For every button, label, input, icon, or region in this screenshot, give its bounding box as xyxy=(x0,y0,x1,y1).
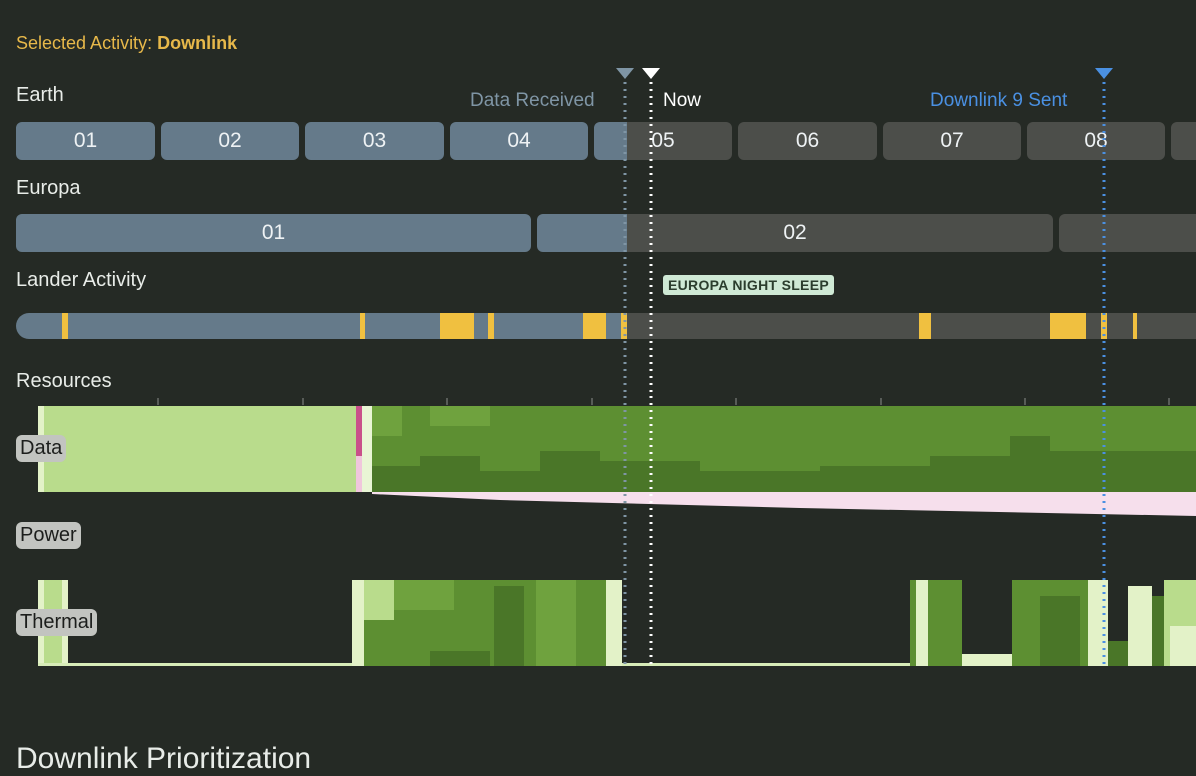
resource-ticks xyxy=(157,398,1170,405)
lander-activity-block[interactable] xyxy=(621,313,627,339)
earth-segment-02[interactable]: 02 xyxy=(161,122,299,160)
data-resource-lane xyxy=(38,406,1196,516)
lander-activity-block[interactable] xyxy=(488,313,494,339)
resources-label: Resources xyxy=(16,370,112,392)
earth-segment-partial[interactable] xyxy=(1171,122,1196,160)
lander-activity-bar xyxy=(16,313,1196,339)
timeline-markers xyxy=(616,68,1113,398)
now-marker-icon[interactable] xyxy=(642,68,660,79)
selected-activity-value[interactable]: Downlink xyxy=(157,33,238,53)
earth-segment-04[interactable]: 04 xyxy=(450,122,588,160)
resources-chart xyxy=(38,396,1196,666)
thermal-resource-lane xyxy=(38,580,1196,666)
data-received-label: Data Received xyxy=(470,90,595,111)
europa-segment-02[interactable]: 02 xyxy=(537,214,1053,252)
europa-segment-partial[interactable] xyxy=(1059,214,1196,252)
earth-segment-05[interactable]: 05 xyxy=(594,122,732,160)
earth-segment-07[interactable]: 07 xyxy=(883,122,1021,160)
lander-activity-block[interactable] xyxy=(440,313,474,339)
power-resource-pill[interactable]: Power xyxy=(16,522,81,549)
lander-past-track xyxy=(16,313,626,339)
lander-activity-block[interactable] xyxy=(1133,313,1137,339)
earth-segment-06[interactable]: 06 xyxy=(738,122,877,160)
europa-segment-01[interactable]: 01 xyxy=(16,214,531,252)
lander-activity-block[interactable] xyxy=(360,313,365,339)
selected-activity-label: Selected Activity: xyxy=(16,33,153,53)
earth-segment-08[interactable]: 08 xyxy=(1027,122,1165,160)
downlink-prioritization-heading: Downlink Prioritization xyxy=(16,742,312,775)
lander-activity-block[interactable] xyxy=(62,313,68,339)
data-received-marker-icon[interactable] xyxy=(616,68,634,79)
europa-night-sleep-tag: EUROPA NIGHT SLEEP xyxy=(663,275,834,295)
selected-activity: Selected Activity: Downlink xyxy=(16,33,237,54)
lander-activity-block[interactable] xyxy=(583,313,606,339)
lander-activity-block[interactable] xyxy=(919,313,931,339)
downlink-sent-marker-icon[interactable] xyxy=(1095,68,1113,79)
earth-row-label: Earth xyxy=(16,84,64,106)
lander-activity-label: Lander Activity xyxy=(16,269,147,291)
lander-activity-block[interactable] xyxy=(1050,313,1086,339)
earth-segment-01[interactable]: 01 xyxy=(16,122,155,160)
downlink-sent-label: Downlink 9 Sent xyxy=(930,90,1068,111)
earth-segment-03[interactable]: 03 xyxy=(305,122,444,160)
data-resource-pill[interactable]: Data xyxy=(16,435,67,462)
thermal-resource-pill[interactable]: Thermal xyxy=(16,609,98,636)
europa-row-label: Europa xyxy=(16,177,81,199)
now-label: Now xyxy=(663,90,702,111)
lander-activity-block[interactable] xyxy=(1101,313,1107,339)
